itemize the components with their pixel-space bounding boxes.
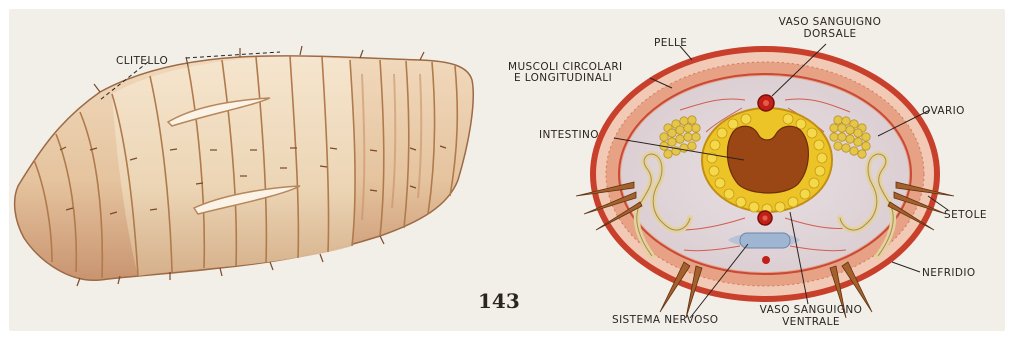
subneural-vessel (762, 256, 770, 264)
label-ovario: OVARIO (922, 106, 965, 117)
label-vaso-dorsale-line2: DORSALE (770, 29, 890, 40)
label-vaso-ventrale-line2: VENTRALE (752, 317, 870, 328)
page-number: 143 (478, 289, 520, 313)
label-vaso-dorsale-line1: VASO SANGUIGNO (770, 17, 890, 28)
earthworm-drawing (15, 46, 474, 286)
label-vaso-ventrale-line1: VASO SANGUIGNO (752, 305, 870, 316)
label-clitello: CLITELLO (116, 56, 168, 67)
label-sistema-nervoso: SISTEMA NERVOSO (612, 315, 718, 326)
label-nefridio: NEFRIDIO (922, 268, 976, 279)
label-intestino: INTESTINO (539, 130, 599, 141)
label-setole: SETOLE (944, 210, 987, 221)
label-muscoli-line2: E LONGITUDINALI (514, 73, 612, 84)
label-pelle: PELLE (654, 38, 687, 49)
